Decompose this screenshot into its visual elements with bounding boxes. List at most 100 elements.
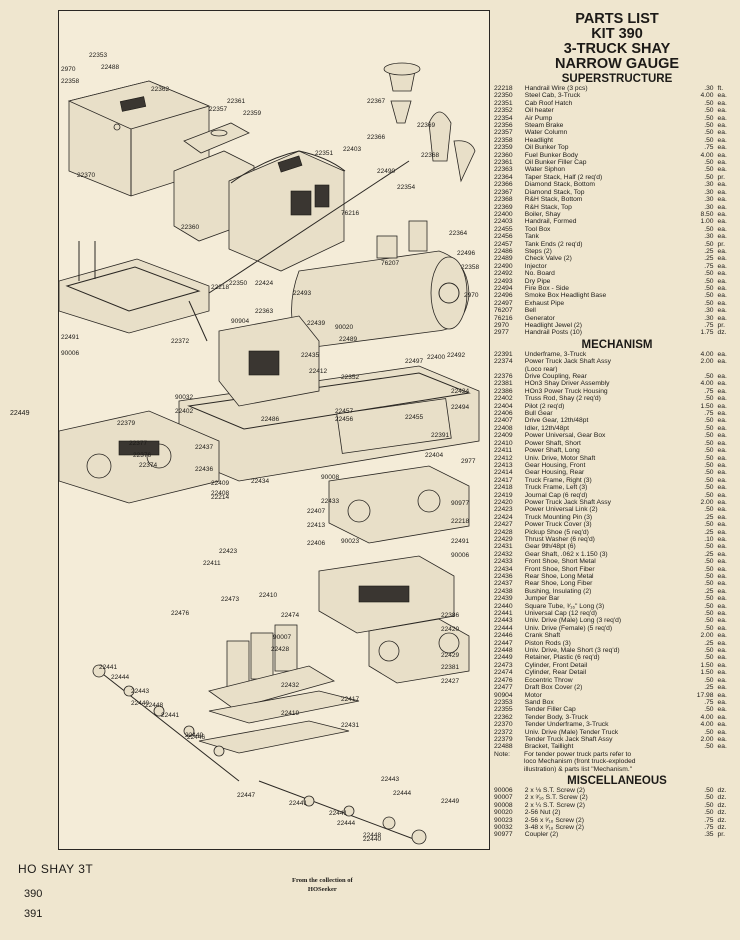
part-number: 76207	[494, 307, 513, 315]
diagram-part-label: 22457	[335, 408, 353, 415]
part-number: 22455	[494, 225, 513, 233]
part-unit: ea.	[717, 498, 727, 506]
part-price: .50	[704, 801, 714, 809]
diagram-part-label: 22427	[441, 678, 459, 685]
part-number: 22493	[494, 277, 513, 285]
part-number: 22411	[494, 447, 513, 455]
diagram-part-label: 22218	[211, 284, 229, 291]
part-unit: ea.	[717, 602, 727, 610]
part-price: .75	[704, 824, 714, 831]
diagram-part-label: 90006	[451, 552, 469, 559]
part-description: Tender Filler Cap	[524, 706, 576, 714]
part-unit: ea.	[717, 358, 727, 366]
part-row: (Loco rear)	[494, 366, 736, 373]
diagram-part-label: 22362	[151, 86, 169, 93]
part-number: 2977	[494, 329, 509, 337]
part-price: .30	[704, 314, 714, 322]
part-unit: ea.	[717, 735, 727, 743]
part-number: 22404	[494, 402, 513, 410]
diagram-part-label: 22429	[441, 652, 459, 659]
part-price: 1.50	[700, 669, 714, 677]
part-unit: ea.	[717, 454, 727, 462]
diagram-part-label: 2970	[61, 66, 76, 73]
part-description: Cylinder, Front Detail	[524, 661, 588, 669]
part-number: 22429	[494, 535, 513, 543]
diagram-part-label: 22448	[145, 702, 163, 709]
part-price: .50	[704, 99, 714, 107]
part-price: .50	[704, 728, 714, 736]
part-description: Truck Frame, Right (3)	[524, 476, 592, 484]
part-description: Tender Underframe, 3-Truck	[524, 721, 609, 729]
part-number: 22407	[494, 417, 513, 425]
part-description: Bushing, Insulating (2)	[524, 587, 592, 595]
diagram-part-label: 22440	[363, 836, 381, 843]
collection-credit: From the collection of HOSeeker	[292, 876, 353, 894]
part-price: .50	[704, 432, 714, 440]
part-number: 22424	[494, 513, 513, 521]
part-unit: ea.	[717, 573, 727, 580]
diagram-part-label: 22456	[335, 416, 353, 423]
section-title-mechanism: MECHANISM	[581, 338, 653, 351]
credit-line: HOSeeker	[307, 886, 337, 893]
part-number: 90977	[494, 831, 513, 839]
part-unit: ea.	[717, 247, 727, 255]
part-price: .50	[704, 786, 714, 794]
diagram-part-label: 22400	[427, 354, 445, 361]
part-number	[494, 366, 525, 373]
part-unit: ea.	[717, 307, 727, 315]
part-description: Gear 9th/48pt (6)	[524, 543, 576, 551]
diagram-part-label: 22354	[397, 184, 415, 191]
part-price: .50	[704, 284, 714, 292]
diagram-part-label: 22441	[289, 800, 307, 807]
diagram-part-label: 2970	[464, 292, 479, 299]
part-price: .50	[704, 654, 714, 662]
part-number: 22432	[494, 550, 513, 558]
part-description: 2 x ¼ S.T. Screw (2)	[524, 801, 585, 809]
part-number: 22477	[494, 684, 513, 692]
part-price: .50	[704, 439, 714, 447]
part-price: .50	[704, 617, 714, 625]
tender-body	[67, 80, 211, 197]
part-description: Handrail, Formed	[524, 218, 577, 226]
part-unit: ea.	[717, 558, 727, 566]
part-unit: ea.	[717, 151, 727, 159]
diagram-part-label: 90032	[175, 394, 193, 401]
part-number: 2970	[494, 322, 509, 329]
part-description: Sand Box	[524, 698, 554, 706]
part-unit: ea.	[717, 210, 727, 218]
part-description: Truss Rod, Shay (2 req'd)	[524, 395, 601, 403]
part-price: .30	[704, 85, 714, 92]
part-number: 22419	[494, 491, 513, 499]
part-description: Journal Cap (6 req'd)	[524, 491, 588, 499]
part-unit: ea.	[717, 461, 727, 469]
part-price: .25	[704, 587, 714, 595]
part-price: .50	[704, 743, 714, 751]
part-unit: ea.	[717, 292, 727, 300]
truck-frame	[198, 690, 360, 754]
part-price: .75	[704, 322, 714, 329]
diagram-part-label: 22444	[393, 790, 411, 797]
part-description: Generator	[524, 314, 555, 322]
part-price: 4.00	[700, 721, 714, 729]
model-heading: 3-TRUCK SHAY	[563, 41, 671, 57]
part-number: 22439	[494, 595, 513, 603]
diagram-part-label: 22386	[441, 612, 459, 619]
